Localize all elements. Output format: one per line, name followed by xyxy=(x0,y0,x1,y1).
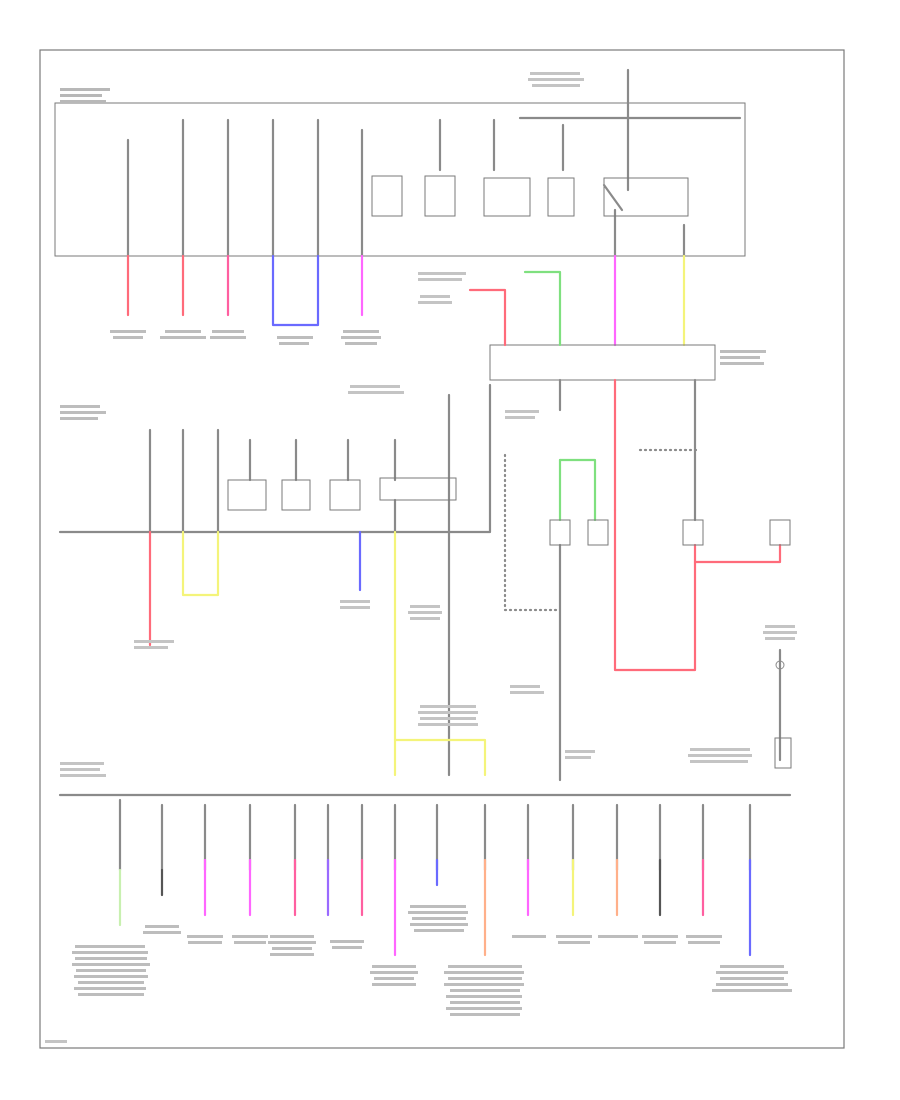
diagram-frame xyxy=(39,49,845,1049)
right-sensors xyxy=(549,519,792,769)
top-relays xyxy=(371,175,689,217)
top-box-output-wires xyxy=(126,254,686,347)
mid-relays xyxy=(227,477,457,511)
top-output-labels xyxy=(110,330,381,345)
red-feed-wire xyxy=(468,288,507,347)
mid-fuse-legs xyxy=(148,393,451,534)
mid-box-output-wires xyxy=(148,530,487,777)
top-fuse-box-label xyxy=(60,88,110,103)
control-module-label xyxy=(720,350,766,365)
bottom-fuse-legs xyxy=(118,798,752,872)
mid-box-label xyxy=(60,405,106,420)
bottom-output-wires xyxy=(118,858,752,957)
bottom-labels xyxy=(72,905,792,1016)
right-section-wires xyxy=(503,378,782,782)
control-module xyxy=(489,344,716,381)
green-feed-wire xyxy=(523,270,562,347)
misc-labels xyxy=(45,72,797,1043)
top-fuse-box xyxy=(54,102,746,257)
mid-fuse-box-outline xyxy=(58,383,492,534)
top-fuse-legs xyxy=(126,68,742,258)
